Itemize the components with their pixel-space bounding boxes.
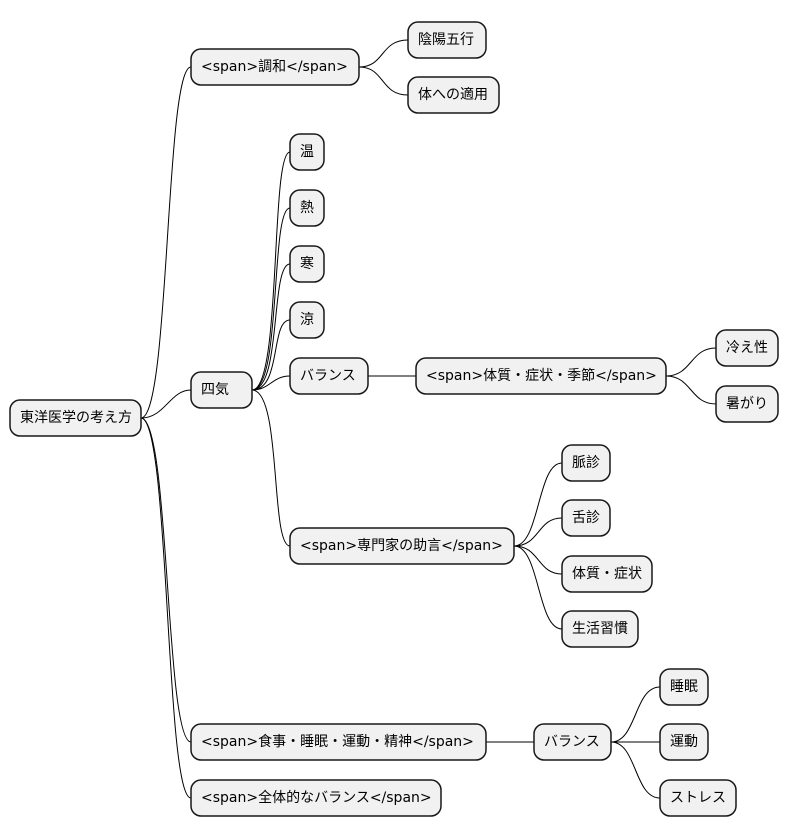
node-label: 睡眠 xyxy=(670,679,698,695)
node-balance-lifestyle: バランス xyxy=(533,723,612,761)
node-label: <span>食事・睡眠・運動・精神</span> xyxy=(201,733,474,750)
node-sleep: 睡眠 xyxy=(659,668,709,706)
edge-expert-symptom xyxy=(513,545,563,575)
node-body-application: 体への適用 xyxy=(407,76,500,114)
node-label: 生活習慣 xyxy=(572,620,628,637)
edge-shiki-cool xyxy=(251,319,291,391)
node-label: 体への適用 xyxy=(418,86,488,103)
node-hot: 熱 xyxy=(289,189,325,227)
edge-constitution-coldness xyxy=(665,347,717,377)
edge-harmony-yinyang xyxy=(358,39,409,68)
node-label: 涼 xyxy=(300,312,314,328)
node-exercise: 運動 xyxy=(659,723,709,761)
edge-shiki-balance xyxy=(251,375,291,391)
node-label: 寒 xyxy=(300,255,314,272)
node-label: 舌診 xyxy=(572,510,600,526)
node-constitution-symptom: 体質・症状 xyxy=(561,555,653,593)
node-constitution-symptom-season: <span>体質・症状・季節</span> xyxy=(415,357,667,395)
node-expert-advice: <span>専門家の助言</span> xyxy=(289,527,515,565)
edge-constitution-heat xyxy=(665,375,717,405)
edge-expert-pulse xyxy=(513,462,563,547)
node-label: ストレス xyxy=(670,790,726,806)
edge-shiki-hot xyxy=(251,207,291,391)
edge-balance-sleep xyxy=(610,686,661,743)
node-balance-shiki: バランス xyxy=(289,357,369,395)
node-pulse-diagnosis: 脈診 xyxy=(561,444,611,482)
node-label: バランス xyxy=(544,734,600,750)
node-harmony: <span>調和</span> xyxy=(190,48,360,86)
edge-root-shiki xyxy=(140,389,192,419)
node-label: 冷え性 xyxy=(726,340,768,356)
edge-shiki-expert xyxy=(251,389,291,547)
node-warm: 温 xyxy=(289,133,325,171)
node-lifestyle-habits: 生活習慣 xyxy=(561,610,639,648)
edge-root-harmony xyxy=(140,66,192,419)
node-label: <span>専門家の助言</span> xyxy=(300,537,503,554)
edges xyxy=(140,39,717,799)
node-label: 温 xyxy=(300,144,314,160)
node-label: 熱 xyxy=(300,200,314,216)
edge-expert-habit xyxy=(513,545,563,630)
node-overall-balance: <span>全体的なバランス</span> xyxy=(190,779,442,817)
node-label: 陰陽五行 xyxy=(418,32,474,48)
node-sensitivity-to-cold: 冷え性 xyxy=(715,329,779,367)
node-sensitivity-to-heat: 暑がり xyxy=(715,385,779,423)
edge-balance-stress xyxy=(610,741,661,799)
edge-harmony-body xyxy=(358,66,409,96)
node-label: <span>調和</span> xyxy=(201,59,348,75)
node-label: 運動 xyxy=(670,734,698,750)
node-label: 脈診 xyxy=(572,455,600,471)
node-stress: ストレス xyxy=(659,779,737,817)
node-shiki: 四気 xyxy=(190,371,253,409)
node-diet-sleep-exercise-mind: <span>食事・睡眠・運動・精神</span> xyxy=(190,723,487,761)
node-root: 東洋医学の考え方 xyxy=(9,399,142,437)
node-tongue-diagnosis: 舌診 xyxy=(561,499,611,537)
node-cold: 寒 xyxy=(289,245,325,283)
edge-root-overall xyxy=(140,417,192,799)
edge-root-lifestyle xyxy=(140,417,192,743)
node-label: <span>全体的なバランス</span> xyxy=(201,789,432,806)
node-label: 東洋医学の考え方 xyxy=(20,410,132,426)
node-label: 四気 xyxy=(201,382,229,398)
node-label: 暑がり xyxy=(726,396,768,412)
node-label: バランス xyxy=(300,368,356,384)
node-label: <span>体質・症状・季節</span> xyxy=(426,367,657,384)
node-label: 体質・症状 xyxy=(572,566,642,582)
edge-shiki-cold xyxy=(251,263,291,391)
node-cool: 涼 xyxy=(289,301,325,339)
edge-expert-tongue xyxy=(513,517,563,547)
node-yinyang-five-elements: 陰陽五行 xyxy=(407,21,487,59)
edge-shiki-warm xyxy=(251,151,291,391)
